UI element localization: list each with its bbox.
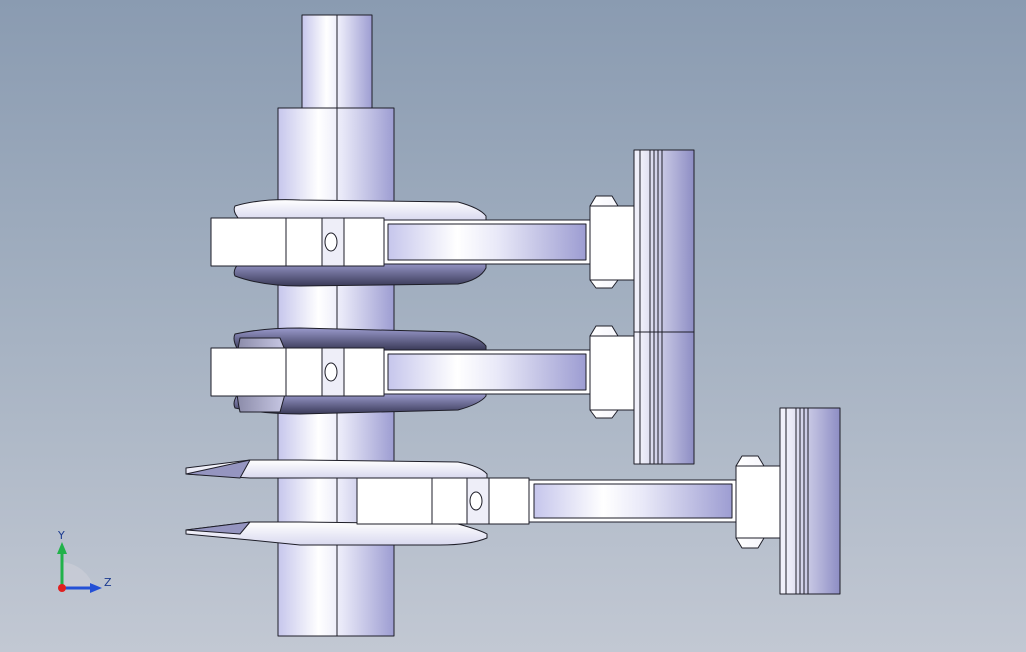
- connecting-rod-2[interactable]: [321, 347, 591, 397]
- crank-pin-2[interactable]: [210, 347, 324, 397]
- crank-pin-1[interactable]: [210, 217, 324, 267]
- triad-y-label: Y: [58, 529, 65, 542]
- piston-2[interactable]: [589, 325, 695, 465]
- crank-web-upper-1[interactable]: [233, 199, 487, 287]
- piston-3[interactable]: [735, 407, 841, 595]
- piston-1[interactable]: [589, 149, 695, 335]
- triad-axes-icon: [57, 542, 102, 593]
- triad-z-label: Z: [104, 576, 112, 589]
- crank-web-lower[interactable]: [185, 459, 488, 546]
- crank-pin-3[interactable]: [356, 477, 470, 525]
- connecting-rod-3[interactable]: [466, 477, 738, 525]
- connecting-rod-1[interactable]: [321, 217, 591, 267]
- orientation-triad[interactable]: Y Z: [40, 528, 130, 608]
